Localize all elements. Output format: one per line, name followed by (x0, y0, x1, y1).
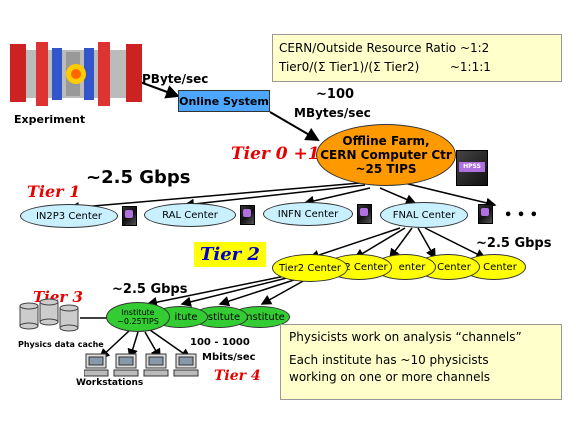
institute-1-line-2: ~0.25TIPS (117, 317, 159, 326)
tier1-center-ral: RAL Center (144, 203, 236, 227)
tier2-bandwidth-right: ~2.5 Gbps (476, 236, 552, 251)
institute-1: Institute ~0.25TIPS (106, 302, 170, 332)
tier1-center-fnal: FNAL Center (380, 202, 468, 228)
in2p3-server-icon (122, 206, 137, 226)
tier2-center-1-label: Tier2 Center (278, 262, 342, 274)
hpss-tape-icon: HPSS (456, 150, 488, 186)
online-system-box: Online System (178, 90, 270, 112)
tier4-label: Tier 4 (214, 368, 261, 384)
tier1-label: Tier 1 (27, 182, 81, 201)
physics-cache-label: Physics data cache (18, 340, 104, 349)
ratio-line-2: Tier0/(Σ Tier1)/(Σ Tier2) ~1:1:1 (279, 60, 491, 74)
experiment-label: Experiment (14, 113, 86, 126)
mbytes-value: ~100 (316, 87, 355, 102)
workstations-label: Workstations (76, 378, 144, 388)
physicists-line-3: working on one or more channels (289, 370, 491, 384)
offline-farm-line-2: CERN Computer Ctr (320, 148, 452, 162)
tier1-bandwidth: ~2.5 Gbps (86, 167, 191, 188)
ratio-box: CERN/Outside Resource Ratio ~1:2 Tier0/(… (272, 34, 562, 82)
infn-label: INFN Center (277, 208, 339, 220)
tier0-label: Tier 0 +1 (231, 144, 320, 164)
offline-farm-line-3: ~25 TIPS (355, 162, 417, 176)
institute-4-label: Institute (243, 311, 285, 323)
pbyte-label: PByte/sec (142, 72, 209, 86)
fnal-server-icon (478, 204, 493, 224)
ral-server-icon (240, 205, 255, 225)
offline-farm-line-1: Offline Farm, (342, 134, 430, 148)
hpss-label: HPSS (459, 162, 485, 172)
tier2-center-2-label: 2 Center (344, 261, 388, 273)
link-rate-value: 100 - 1000 (190, 337, 250, 348)
more-centers-ellipsis: • • • (504, 208, 538, 223)
tier1-center-in2p3: IN2P3 Center (20, 204, 118, 228)
tier3-bandwidth: ~2.5 Gbps (112, 282, 188, 297)
institute-1-line-1: Institute (121, 308, 155, 317)
infn-server-icon (357, 204, 372, 224)
ral-label: RAL Center (162, 209, 218, 221)
tier1-center-infn: INFN Center (263, 202, 353, 226)
experiment-detector-image (10, 42, 142, 106)
tier2-label: Tier 2 (194, 242, 266, 267)
physicists-line-1: Physicists work on analysis “channels” (289, 330, 522, 344)
tier2-center-1: Tier2 Center (272, 254, 348, 282)
institute-3-label: stitute (207, 311, 241, 323)
mbytes-unit: MBytes/sec (294, 106, 371, 120)
offline-farm-node: Offline Farm, CERN Computer Ctr ~25 TIPS (316, 124, 456, 186)
physics-data-cache-icon (19, 298, 79, 332)
fnal-label: FNAL Center (392, 209, 456, 221)
ratio-line-1: CERN/Outside Resource Ratio ~1:2 (279, 41, 490, 55)
link-rate-unit: Mbits/sec (202, 352, 256, 363)
tier2-center-3-label: enter (398, 261, 426, 273)
in2p3-label: IN2P3 Center (35, 210, 103, 222)
tier2-center-5-label: Center (483, 261, 517, 273)
physicists-line-2: Each institute has ~10 physicists (289, 353, 489, 367)
tier2-center-4-label: Center (437, 261, 471, 273)
online-system-label: Online System (179, 94, 269, 108)
physicists-box: Physicists work on analysis “channels” E… (280, 324, 562, 400)
institute-2-label: itute (174, 311, 198, 323)
workstations-icons (84, 353, 199, 377)
